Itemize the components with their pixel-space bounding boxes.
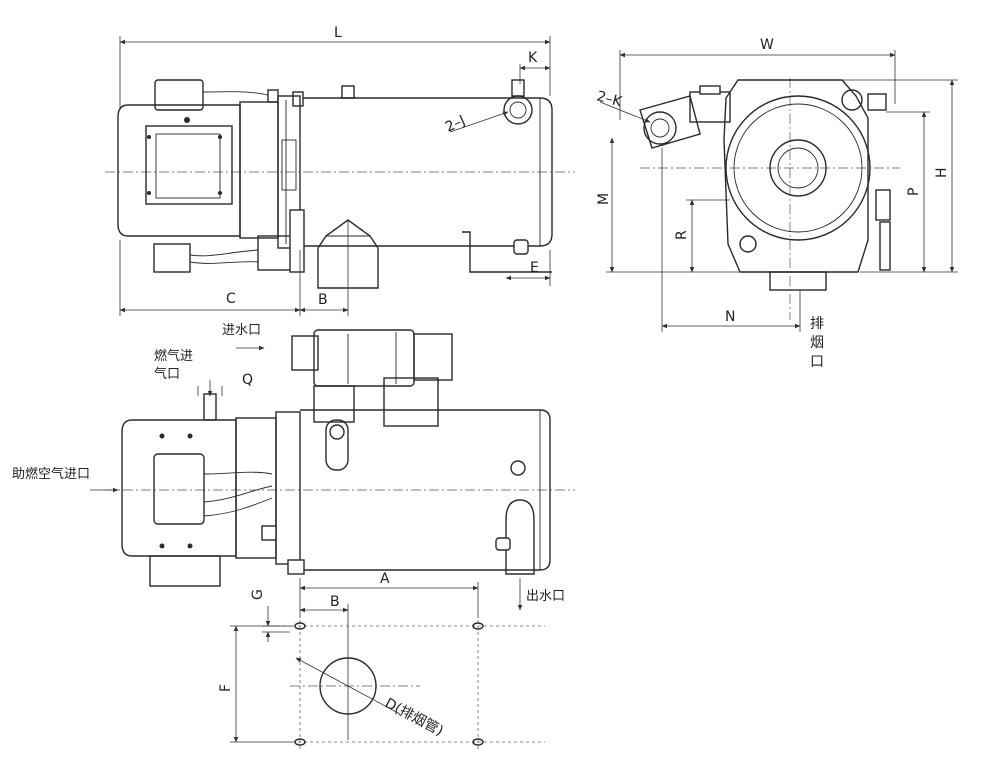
dim-W: W <box>760 37 774 53</box>
dim-G: G <box>250 589 266 600</box>
fuel-gas-inlet-line2: 气口 <box>154 366 180 382</box>
dim-C: C <box>226 291 236 307</box>
dim-2J: 2–J <box>443 113 468 136</box>
dim-D-exhaust-pipe: D(排烟管) <box>382 695 446 739</box>
fuel-gas-inlet-line1: 燃气进 <box>154 348 193 364</box>
dim-L: L <box>334 25 342 41</box>
exhaust-char-2: 烟 <box>810 335 824 351</box>
dim-E: E <box>530 260 539 276</box>
dim-R: R <box>674 230 690 240</box>
dim-H: H <box>934 167 950 178</box>
dim-Q: Q <box>242 372 253 388</box>
dim-F: F <box>218 684 234 692</box>
dim-A: A <box>380 571 390 587</box>
mounting-layout: D(排烟管) B A G F <box>218 571 545 750</box>
water-inlet-label: 进水口 <box>222 323 261 338</box>
side-view: L K 2–J C B E <box>105 25 575 316</box>
end-view: W 2–K M R H P N 排 烟 口 <box>595 37 958 370</box>
exhaust-char-1: 排 <box>810 316 824 332</box>
top-view: 进水口 燃气进 气口 Q 助燃空气进口 出水口 <box>12 323 575 611</box>
dim-K: K <box>528 50 538 66</box>
dim-P: P <box>906 188 922 196</box>
dim-B-top: B <box>318 292 328 308</box>
dim-M: M <box>596 193 612 205</box>
combustion-air-inlet-label: 助燃空气进口 <box>12 466 90 482</box>
water-outlet-label: 出水口 <box>526 589 565 604</box>
dim-2K: 2–K <box>595 88 624 110</box>
dim-B-bottom: B <box>330 594 340 610</box>
dim-N: N <box>725 309 735 325</box>
exhaust-char-3: 口 <box>810 354 824 370</box>
